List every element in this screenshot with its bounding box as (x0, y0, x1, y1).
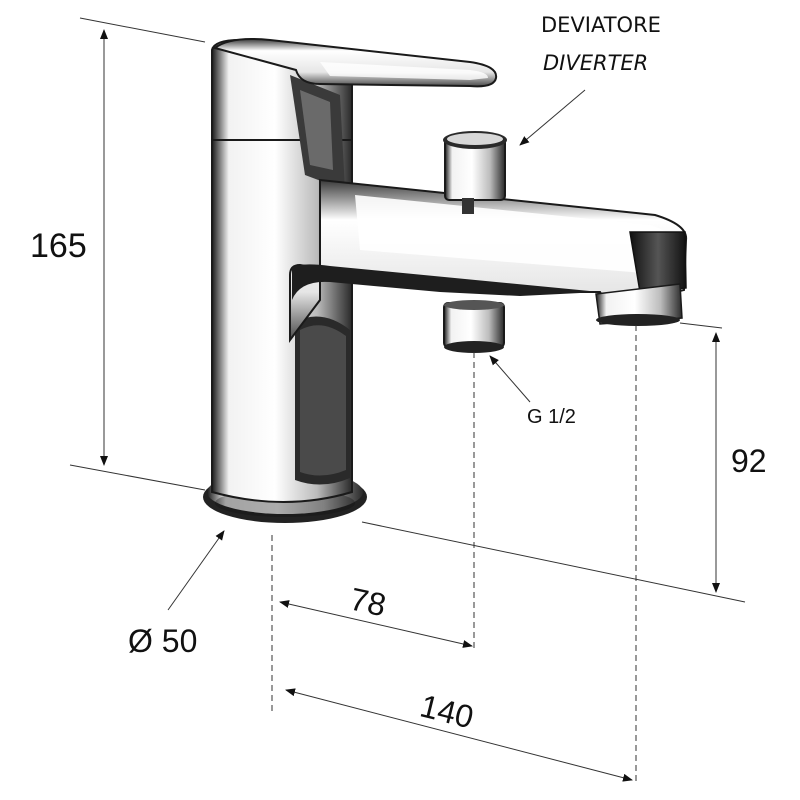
dim-reach-label: 140 (417, 688, 478, 736)
dim-outlet-offset-label: 78 (347, 581, 389, 624)
spout-tip (629, 231, 687, 293)
diverter-knob (443, 131, 507, 214)
dim-line-outlet-offset (279, 600, 473, 648)
dim-spout-height-label: 92 (731, 443, 767, 479)
callout-diverter-en: DIVERTER (543, 51, 648, 75)
callout-thread: G 1/2 (527, 406, 576, 428)
leader-diverter (519, 89, 586, 146)
dim-diameter-label: Ø 50 (128, 623, 197, 659)
faucet-illustration (203, 38, 688, 523)
dim-line-reach (285, 688, 633, 782)
callout-diverter-it: DEVIATORE (541, 13, 661, 37)
leader-diameter (167, 530, 225, 611)
labels: DEVIATORE DIVERTER 165 92 G 1/2 78 Ø 50 … (30, 13, 767, 735)
outlet-connector (443, 300, 505, 353)
dimension-lines (69, 17, 746, 782)
dim-height-label: 165 (30, 227, 87, 265)
leader-thread (489, 355, 531, 403)
